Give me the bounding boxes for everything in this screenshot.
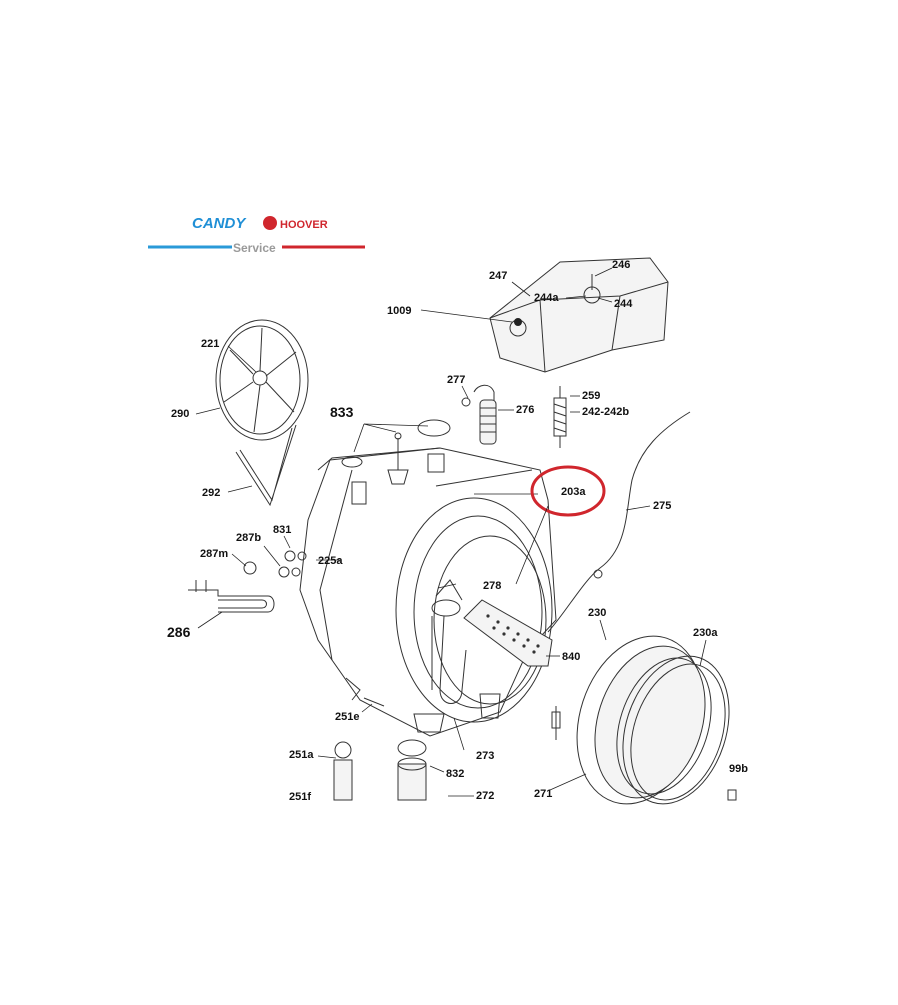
label-833: 833 bbox=[330, 404, 354, 420]
part-221-pulley bbox=[215, 319, 309, 441]
label-230a: 230a bbox=[693, 627, 718, 639]
label-276: 276 bbox=[516, 404, 534, 416]
part-251a-leg bbox=[317, 741, 353, 801]
label-244: 244 bbox=[614, 298, 633, 310]
label-287m: 287m bbox=[200, 548, 228, 560]
part-287b-fittings bbox=[243, 550, 307, 578]
label-278: 278 bbox=[483, 580, 501, 592]
part-273-hose bbox=[431, 579, 467, 704]
hoover-logo: HOOVER bbox=[280, 219, 328, 231]
candy-logo: CANDY bbox=[192, 215, 247, 232]
part-271-clamp bbox=[551, 706, 561, 740]
label-272: 272 bbox=[476, 790, 494, 802]
label-277: 277 bbox=[447, 374, 465, 386]
label-286: 286 bbox=[167, 624, 191, 640]
brand-header: CANDY HOOVER Service bbox=[148, 215, 365, 255]
service-label: Service bbox=[233, 241, 276, 255]
label-203a: 203a bbox=[561, 486, 586, 498]
label-831: 831 bbox=[273, 524, 291, 536]
label-230: 230 bbox=[588, 607, 606, 619]
label-244a: 244a bbox=[534, 292, 559, 304]
part-276-damper bbox=[461, 384, 497, 445]
part-832-drain bbox=[397, 739, 427, 801]
part-840-baffle bbox=[463, 599, 553, 667]
label-271: 271 bbox=[534, 788, 552, 800]
label-273: 273 bbox=[476, 750, 494, 762]
part-251e-screw bbox=[363, 697, 385, 707]
label-221: 221 bbox=[201, 338, 219, 350]
label-251f: 251f bbox=[289, 791, 311, 803]
label-259: 259 bbox=[582, 390, 600, 402]
part-225a-tub bbox=[299, 419, 557, 737]
part-99b-clip bbox=[727, 789, 737, 801]
label-225a: 225a bbox=[318, 555, 343, 567]
part-286-heater bbox=[188, 580, 275, 613]
part-275-wire bbox=[547, 411, 691, 633]
label-840: 840 bbox=[562, 651, 580, 663]
label-290: 290 bbox=[171, 408, 189, 420]
hoover-logo-icon bbox=[263, 216, 277, 230]
label-292: 292 bbox=[202, 487, 220, 499]
label-287b: 287b bbox=[236, 532, 261, 544]
part-292-belt bbox=[235, 424, 297, 507]
label-242-242b: 242-242b bbox=[582, 406, 629, 418]
label-251e: 251e bbox=[335, 711, 359, 723]
part-247-counterweight bbox=[489, 257, 669, 373]
part-242-spring bbox=[553, 386, 567, 448]
label-832: 832 bbox=[446, 768, 464, 780]
label-247: 247 bbox=[489, 270, 507, 282]
highlight-circle bbox=[530, 465, 606, 517]
part-230-door-seal bbox=[576, 635, 730, 805]
label-99b: 99b bbox=[729, 763, 748, 775]
label-1009: 1009 bbox=[387, 305, 411, 317]
label-246: 246 bbox=[612, 259, 630, 271]
label-275: 275 bbox=[653, 500, 671, 512]
label-251a: 251a bbox=[289, 749, 314, 761]
